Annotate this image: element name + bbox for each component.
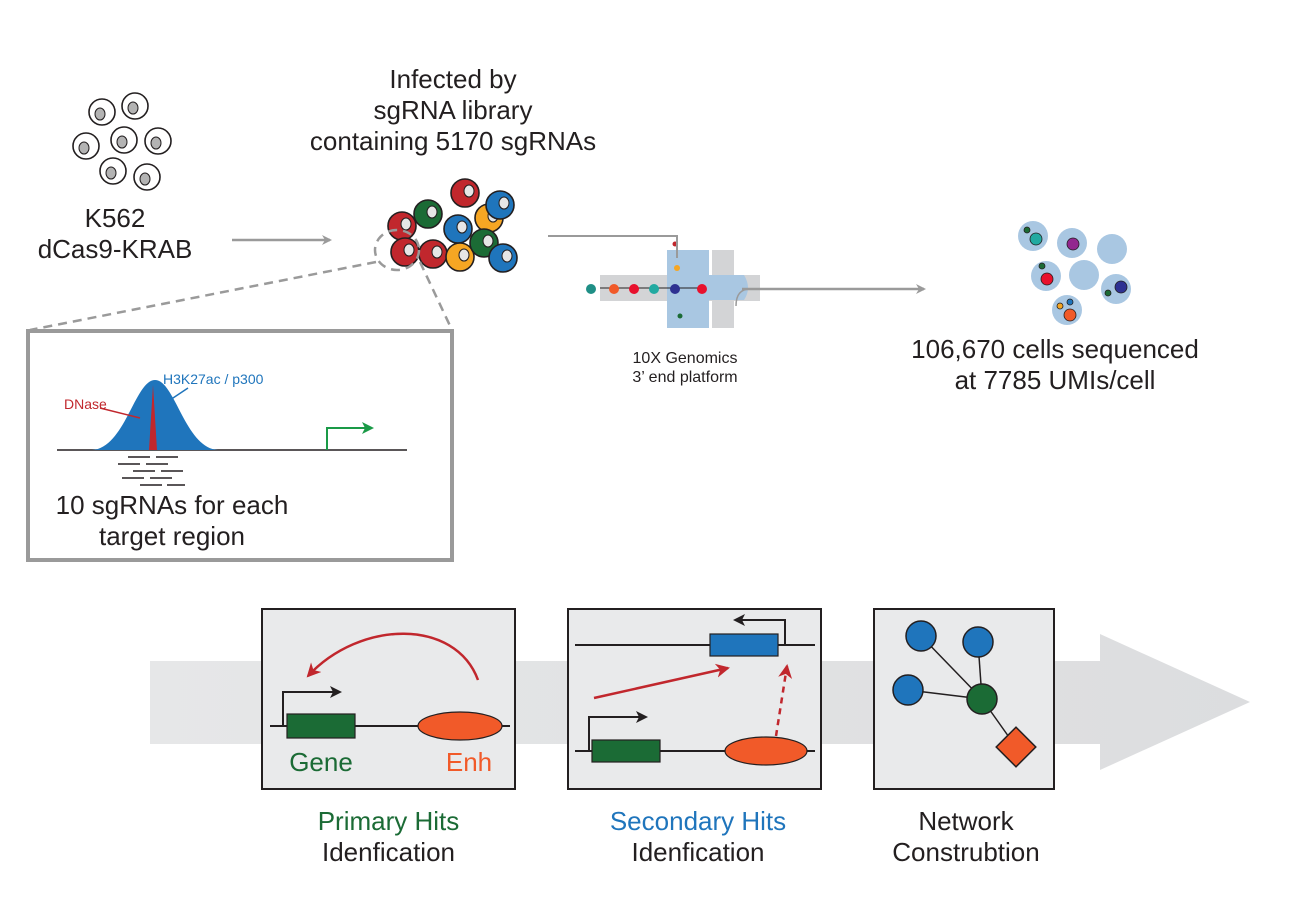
enh-label: Enh [445,747,493,777]
network-caption: Network Construbtion [846,806,1086,868]
peak-track [57,380,407,486]
primary-hits-caption: Primary Hits Idenfication [262,806,515,868]
primary-hits-panel [261,608,516,790]
sequencing-arrow [548,235,678,258]
infection-label-line2: sgRNA library [373,95,533,126]
infection-label: Infected by sgRNA library containing 517… [283,64,623,158]
sequenced-cells-icon [1018,221,1131,325]
peak-label: H3K27ac / p300 [163,371,264,387]
platform-label-line1: 10X Genomics [632,350,738,367]
platform-label: 10X Genomics 3’ end platform [585,349,785,387]
cells-label-line1: K562 [84,203,146,233]
infection-label-line3: containing 5170 sgRNAs [309,126,597,157]
primary-hits-title: Primary Hits [317,806,460,836]
k562-cells-icon [72,92,172,191]
inset-caption-line1: 10 sgRNAs for each [55,490,289,520]
platform-chip-icon [586,241,760,328]
cells-label-line2: dCas9-KRAB [37,234,193,265]
network-title: Network [918,806,1014,836]
primary-hits-subtitle: Idenfication [322,837,455,868]
infected-cells-icon [387,178,518,273]
platform-label-line2: 3’ end platform [632,369,738,387]
sequencing-label: 106,670 cells sequenced at 7785 UMIs/cel… [880,334,1230,396]
gene-label: Gene [289,747,353,777]
zoom-indicator [29,228,454,332]
sequencing-label-line2: at 7785 UMIs/cell [954,365,1156,396]
infection-label-line1: Infected by [389,64,517,94]
dnase-label: DNase [64,396,107,412]
sequencing-label-line1: 106,670 cells sequenced [911,334,1199,364]
secondary-hits-subtitle: Idenfication [631,837,765,868]
cells-label: K562 dCas9-KRAB [20,203,210,265]
secondary-hits-panel [567,608,822,790]
secondary-hits-caption: Secondary Hits Idenfication [558,806,838,868]
sgrna-design-inset [26,329,454,562]
network-subtitle: Construbtion [892,837,1040,868]
network-panel [873,608,1055,790]
secondary-hits-title: Secondary Hits [609,806,787,836]
inset-caption: 10 sgRNAs for each target region [32,490,312,552]
inset-caption-line2: target region [99,521,245,552]
